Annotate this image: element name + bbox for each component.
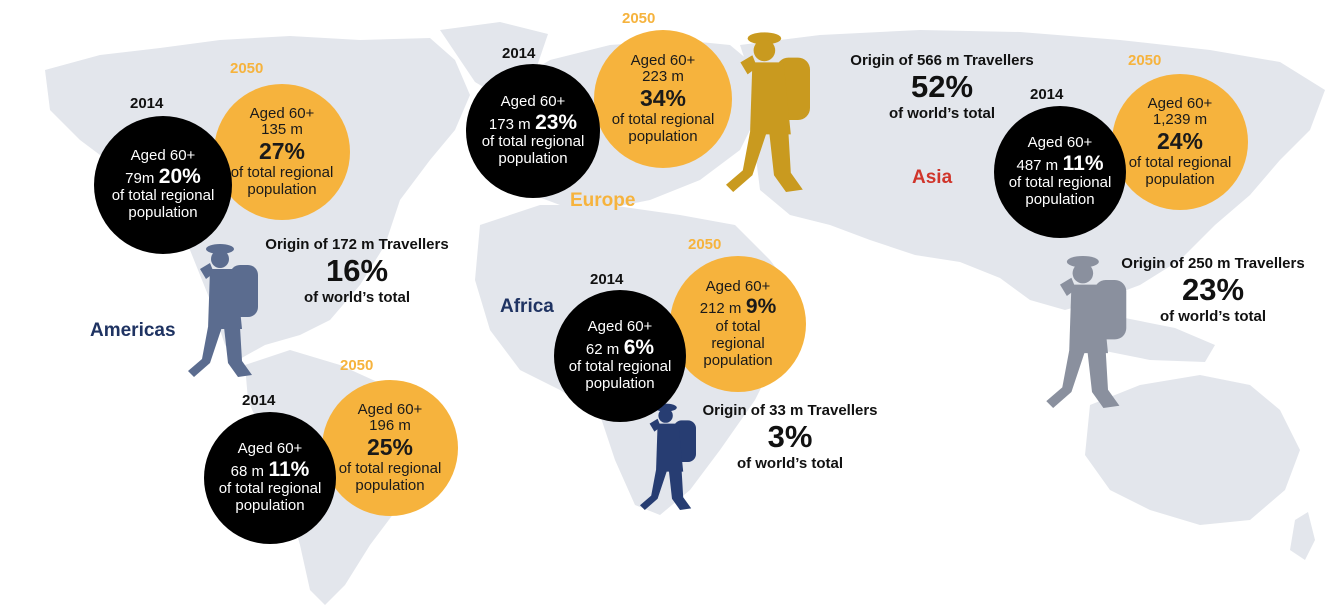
year-label-na-2050: 2050 xyxy=(230,60,264,77)
value-sa-2050: 196 m xyxy=(369,417,411,435)
circle-as-2050: Aged 60+ 1,239 m 24% of total regional p… xyxy=(1112,74,1248,210)
value-eu-2014: 173 m xyxy=(488,115,531,133)
origin-europe-asia: Origin of 566 m Travellers 52% of world’… xyxy=(826,52,1058,122)
population-label: population xyxy=(355,476,425,494)
year-label-eu-2014: 2014 xyxy=(502,45,536,62)
origin-oceania-sub: of world’s total xyxy=(1159,307,1267,325)
total-regional-label: of total regional xyxy=(1128,153,1232,171)
total-regional-label: of total regional xyxy=(230,163,334,181)
circle-sa-2014: Aged 60+ 68 m 11% of total regional popu… xyxy=(204,412,336,544)
population-label: population xyxy=(498,150,568,168)
circle-eu-2014: Aged 60+ 173 m 23% of total regional pop… xyxy=(466,64,600,198)
total-regional-label: of total regional xyxy=(111,187,215,205)
value-as-2050: 1,239 m xyxy=(1152,111,1208,129)
landmass-new-zealand xyxy=(1290,512,1315,560)
value-sa-2014: 68 m xyxy=(230,462,265,480)
pct-eu-2014: 23% xyxy=(535,110,578,134)
origin-africa-pct: 3% xyxy=(767,419,813,454)
circle-af-2014: Aged 60+ 62 m 6% of total regional popul… xyxy=(554,290,686,422)
origin-africa: Origin of 33 m Travellers 3% of world’s … xyxy=(662,402,918,472)
circle-af-2050: Aged 60+ 212 m 9% of total regional popu… xyxy=(670,256,806,392)
traveller-icon-oceania xyxy=(1046,256,1127,408)
total-regional-label: of total regional xyxy=(568,358,672,376)
region-label-africa: Africa xyxy=(500,296,554,317)
total-regional-label: of total regional xyxy=(611,110,715,128)
year-label-sa-2050: 2050 xyxy=(340,357,374,374)
traveller-icon-europe xyxy=(726,32,810,192)
origin-oceania: Origin of 250 m Travellers 23% of world’… xyxy=(1096,255,1330,325)
year-label-af-2050: 2050 xyxy=(688,236,722,253)
aged-label: Aged 60+ xyxy=(705,277,771,295)
pct-as-2050: 24% xyxy=(1156,128,1204,155)
pct-as-2014: 11% xyxy=(1062,151,1104,175)
circle-as-2014: Aged 60+ 487 m 11% of total regional pop… xyxy=(994,106,1126,238)
value-as-2014: 487 m xyxy=(1016,156,1059,174)
value-eu-2050: 223 m xyxy=(642,68,684,86)
origin-africa-sub: of world’s total xyxy=(736,454,844,472)
population-label: population xyxy=(1025,191,1095,209)
origin-oceania-pct: 23% xyxy=(1181,272,1245,307)
region-label-americas: Americas xyxy=(90,320,176,341)
population-label: population xyxy=(703,351,773,369)
circle-na-2014: Aged 60+ 79m 20% of total regional popul… xyxy=(94,116,232,254)
total-label: of total xyxy=(715,317,761,335)
total-regional-label: of total regional xyxy=(218,480,322,498)
origin-europe-asia-sub: of world’s total xyxy=(888,104,996,122)
aged-label: Aged 60+ xyxy=(630,51,696,69)
total-regional-label: of total regional xyxy=(338,459,442,477)
circle-sa-2050: Aged 60+ 196 m 25% of total regional pop… xyxy=(322,380,458,516)
aged-label: Aged 60+ xyxy=(237,440,303,458)
origin-americas-sub: of world’s total xyxy=(303,288,411,306)
population-label: population xyxy=(585,375,655,393)
aged-label: Aged 60+ xyxy=(357,400,423,418)
aged-label: Aged 60+ xyxy=(1027,134,1093,152)
value-af-2050: 212 m xyxy=(699,300,742,318)
total-regional-label: of total regional xyxy=(1008,174,1112,192)
pct-af-2014: 6% xyxy=(623,335,655,359)
origin-americas-title: Origin of 172 m Travellers xyxy=(265,236,449,253)
value-na-2014: 79m xyxy=(125,169,155,187)
aged-label: Aged 60+ xyxy=(500,93,566,111)
pct-na-2050: 27% xyxy=(258,138,306,165)
region-label-asia: Asia xyxy=(912,167,953,188)
value-na-2050: 135 m xyxy=(261,121,303,139)
regional-label: regional xyxy=(711,334,765,352)
origin-americas-pct: 16% xyxy=(325,253,389,288)
year-label-eu-2050: 2050 xyxy=(622,10,656,27)
traveller-icon-americas xyxy=(188,244,258,377)
origin-americas: Origin of 172 m Travellers 16% of world’… xyxy=(222,236,492,306)
pct-sa-2050: 25% xyxy=(366,434,414,461)
year-label-as-2050: 2050 xyxy=(1128,52,1162,69)
year-label-af-2014: 2014 xyxy=(590,271,624,288)
population-label: population xyxy=(628,127,698,145)
year-label-sa-2014: 2014 xyxy=(242,392,276,409)
value-af-2014: 62 m xyxy=(585,340,620,358)
pct-na-2014: 20% xyxy=(158,164,201,188)
year-label-na-2014: 2014 xyxy=(130,95,164,112)
population-label: population xyxy=(1145,170,1215,188)
aged-label: Aged 60+ xyxy=(1147,94,1213,112)
aged-label: Aged 60+ xyxy=(130,147,196,165)
aged-label: Aged 60+ xyxy=(249,104,315,122)
circle-eu-2050: Aged 60+ 223 m 34% of total regional pop… xyxy=(594,30,732,168)
aged-label: Aged 60+ xyxy=(587,318,653,336)
total-regional-label: of total regional xyxy=(481,133,585,151)
population-label: population xyxy=(235,497,305,515)
origin-europe-asia-title: Origin of 566 m Travellers xyxy=(850,52,1034,69)
population-label: population xyxy=(128,204,198,222)
origin-oceania-title: Origin of 250 m Travellers xyxy=(1121,255,1305,272)
origin-europe-asia-pct: 52% xyxy=(910,69,974,104)
pct-eu-2050: 34% xyxy=(639,85,687,112)
year-label-as-2014: 2014 xyxy=(1030,86,1064,103)
region-label-europe: Europe xyxy=(570,190,636,211)
landmass-australia xyxy=(1085,375,1300,525)
population-label: population xyxy=(247,180,317,198)
pct-sa-2014: 11% xyxy=(268,457,310,481)
traveller-icon-africa xyxy=(640,403,696,510)
circle-na-2050: Aged 60+ 135 m 27% of total regional pop… xyxy=(214,84,350,220)
pct-af-2050: 9% xyxy=(745,295,777,319)
origin-africa-title: Origin of 33 m Travellers xyxy=(702,402,878,419)
